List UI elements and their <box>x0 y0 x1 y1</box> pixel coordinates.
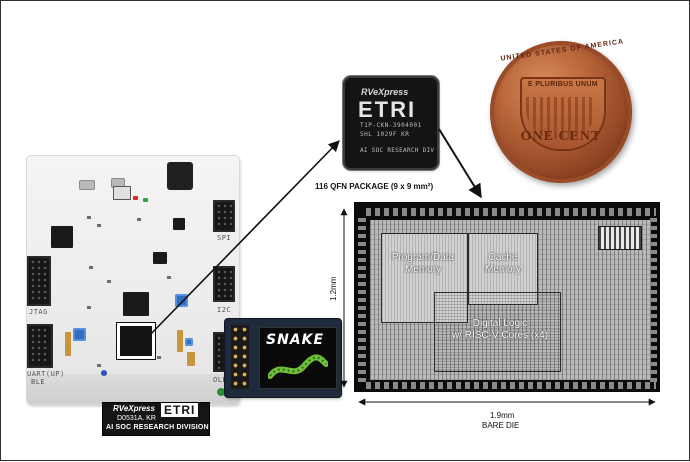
blue-jumper-2 <box>73 328 86 341</box>
silk-ble: BLE <box>31 378 46 386</box>
die-pads-top <box>366 208 656 216</box>
gold-header-1 <box>177 330 183 352</box>
cache-memory-label: Cache Memory <box>466 252 540 276</box>
die-pads-left <box>358 216 366 382</box>
penny-coin: UNITED STATES OF AMERICA E PLURIBUS UNUM… <box>490 38 632 183</box>
smd <box>167 276 171 279</box>
silk-jtag: JTAG <box>29 308 48 316</box>
logic-line2: w/ RISC-V Cores (x4) <box>451 330 549 341</box>
smd <box>107 280 111 283</box>
package-etri-logo: ETRI <box>358 97 417 122</box>
board-label: RVeXpress ETRI D0531A. KR AI SOC RESEARC… <box>103 403 209 435</box>
silk-oled: OLED <box>213 376 232 384</box>
mem1-line2: Memory <box>404 264 442 275</box>
ic-small <box>153 252 167 264</box>
smd <box>97 364 101 367</box>
smd <box>89 266 93 269</box>
smd <box>137 218 141 221</box>
switch <box>113 186 131 200</box>
label-code: D0531A. KR <box>117 415 156 422</box>
package-code-line1: T1P-CKN-3904001 <box>360 122 422 129</box>
oled-module: SNAKE <box>225 319 341 397</box>
bare-die-caption: BARE DIE <box>482 421 520 430</box>
logic-line1: Digital Logic <box>472 318 528 329</box>
coin-motto: E PLURIBUS UNUM <box>528 81 598 88</box>
blue-led <box>101 370 107 376</box>
bare-die-image: Program/Data Memory Cache Memory Digital… <box>354 202 660 392</box>
mem1-line1: Program/Data <box>391 252 455 263</box>
ic-small-2 <box>173 218 185 230</box>
ic-center <box>123 292 149 316</box>
label-etri-logo: ETRI <box>161 403 199 417</box>
gold-header-3 <box>65 332 71 356</box>
gold-header-2 <box>187 352 195 366</box>
snake-graphic <box>268 354 328 379</box>
qfn-package: RVeXpress ETRI T1P-CKN-3904001 SHL 1029F… <box>345 78 437 168</box>
green-indicator <box>217 388 225 396</box>
label-division: AI SOC RESEARCH DIVISION <box>106 424 209 431</box>
label-brand: RVeXpress <box>113 404 155 413</box>
header-spi <box>213 200 235 232</box>
board-edge <box>27 374 239 404</box>
digital-logic-label: Digital Logic w/ RISC-V Cores (x4) <box>440 318 560 342</box>
blue-jumper-1 <box>175 294 188 307</box>
mem2-line1: Cache <box>488 252 518 263</box>
power-jack <box>167 162 193 190</box>
header-jtag <box>27 256 51 306</box>
mem2-line2: Memory <box>484 264 522 275</box>
package-code-line2: SHL 1029F KR <box>360 131 410 138</box>
oled-pin-header <box>231 325 249 389</box>
package-brand: RVeXpress <box>361 87 409 97</box>
power-led <box>133 196 138 200</box>
smd <box>87 306 91 309</box>
package-to-die-arrow <box>438 128 482 199</box>
coin-shield-stripes <box>526 97 596 139</box>
usb-port-left <box>79 180 95 190</box>
blue-jumper-3 <box>185 338 193 346</box>
smd <box>87 216 91 219</box>
smd <box>157 356 161 359</box>
header-i2c <box>213 266 235 302</box>
chip-socket-highlight <box>117 323 155 359</box>
die-corner-structure <box>598 226 642 250</box>
program-data-memory-label: Program/Data Memory <box>382 252 464 276</box>
status-led <box>143 198 148 202</box>
package-caption: 116 QFN PACKAGE (9 x 9 mm²) <box>315 182 434 191</box>
coin-denomination: ONE CENT <box>520 129 602 144</box>
silk-uart: UART(UP) <box>27 370 65 378</box>
smd <box>97 224 101 227</box>
die-pads-right <box>650 216 657 382</box>
package-division: AI SOC RESEARCH DIV <box>360 147 435 154</box>
cache-memory-block <box>468 233 538 305</box>
snake-title: SNAKE <box>266 332 325 348</box>
ic-left <box>51 226 73 248</box>
silk-i2c: I2C <box>217 306 232 314</box>
die-pads-bottom <box>366 382 656 389</box>
digital-logic-block <box>434 292 561 372</box>
board-to-package-arrow <box>145 140 340 340</box>
header-uart <box>27 324 53 368</box>
silk-spi: SPI <box>217 234 232 242</box>
oled-screen: SNAKE <box>259 327 337 389</box>
program-data-memory-block <box>381 233 468 323</box>
die-width-label: 1.9mm <box>490 411 515 420</box>
